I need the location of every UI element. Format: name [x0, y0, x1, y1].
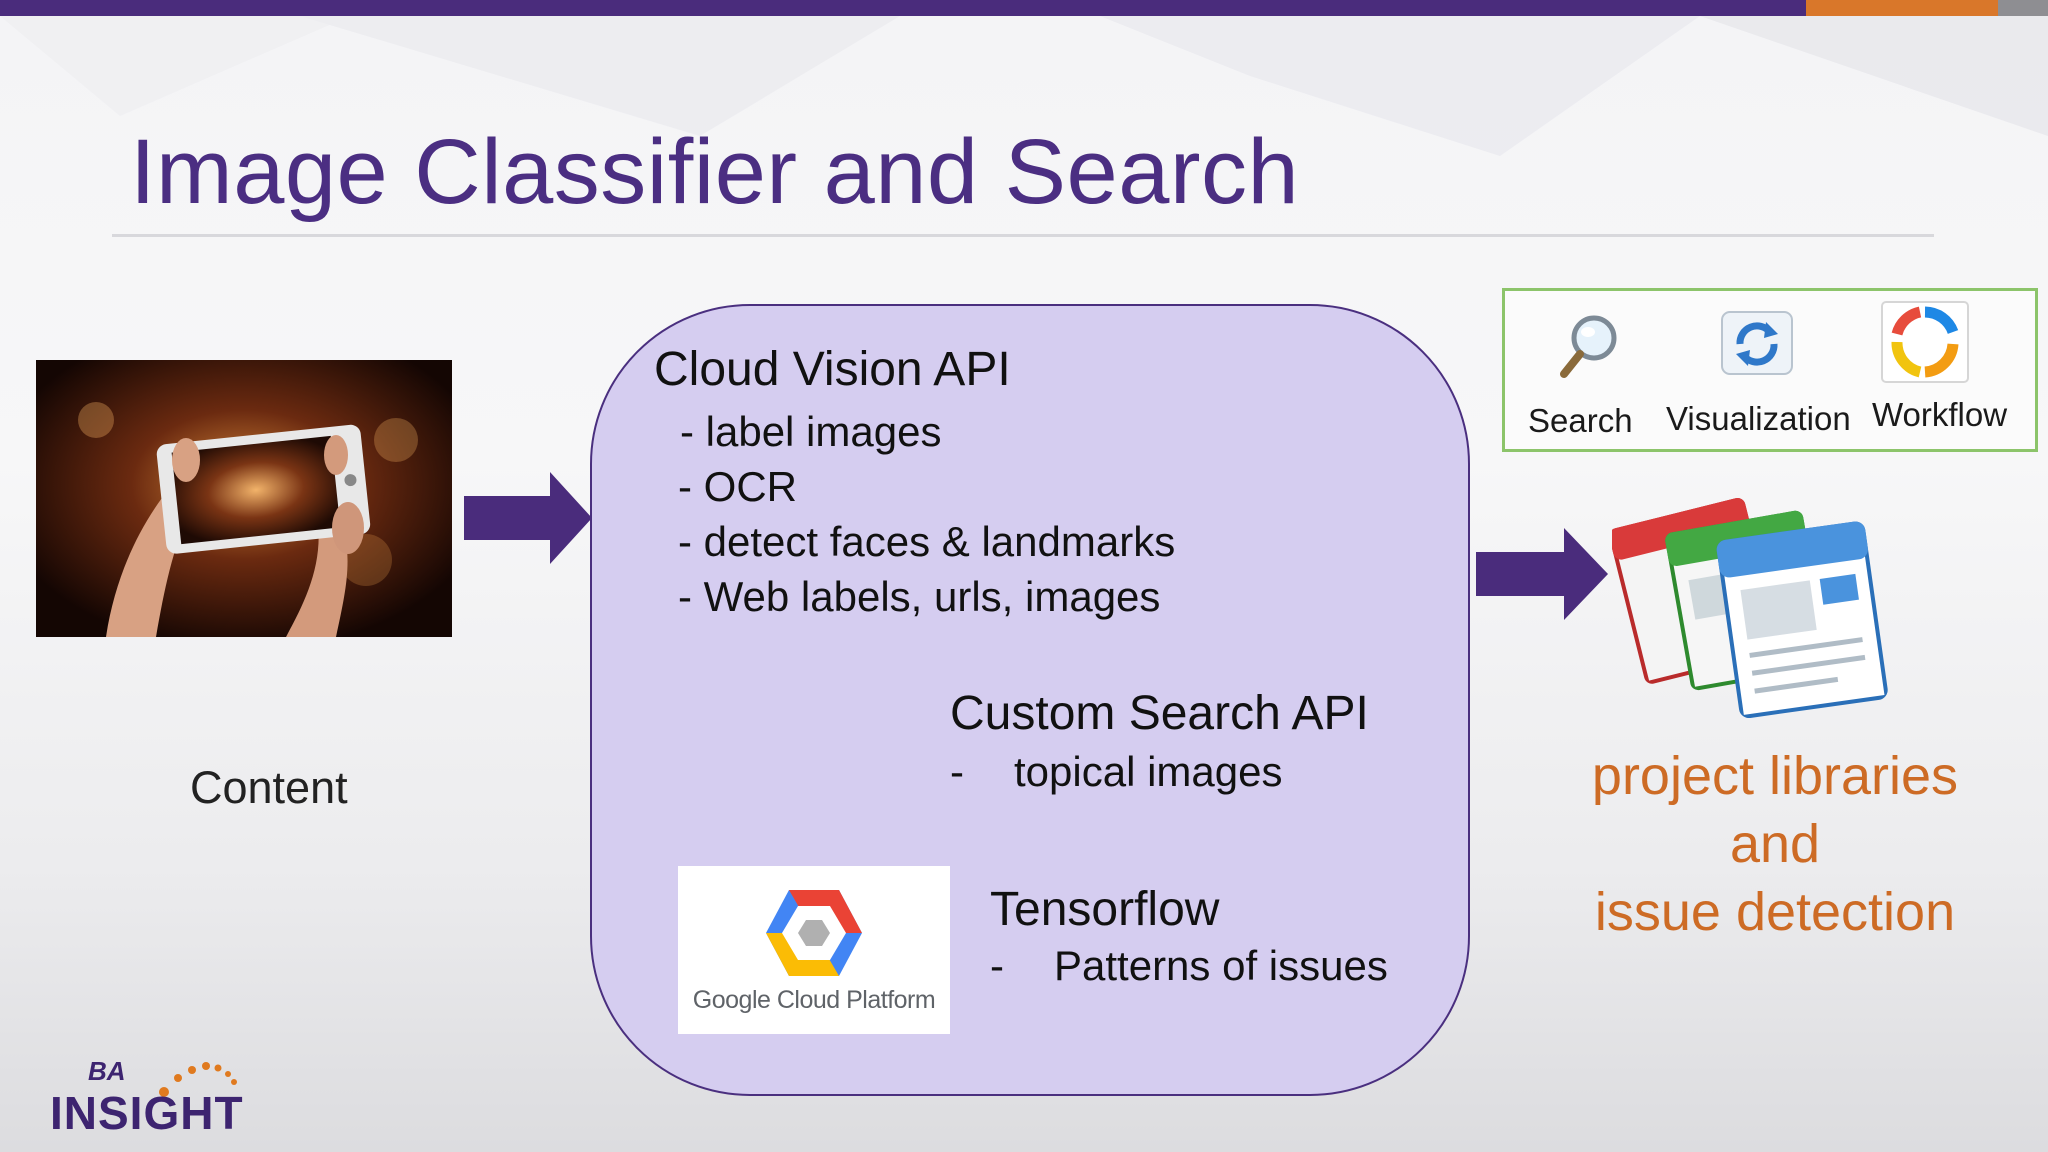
- gcp-logo-text: Google Cloud Platform: [692, 986, 936, 1014]
- libraries-stack-icon: [1612, 498, 1888, 719]
- output-line: issue detection: [1594, 882, 1956, 942]
- title-underline: [112, 234, 1934, 237]
- slide-title: Image Classifier and Search: [130, 121, 1300, 223]
- background-decoration: [0, 16, 2048, 156]
- top-accent-bar-orange: [1806, 0, 1998, 16]
- phone-photo-icon: [36, 360, 452, 637]
- content-label: Content: [190, 762, 348, 813]
- tool-label-workflow: Workflow: [1872, 396, 2008, 433]
- workflow-ring-icon: [1881, 301, 1969, 383]
- refresh-icon: [1721, 311, 1793, 375]
- cloud-vision-item: - OCR: [678, 463, 797, 510]
- cloud-vision-item: - label images: [680, 408, 942, 455]
- magnifier-icon: [1560, 315, 1617, 378]
- tool-label-visualization: Visualization: [1666, 400, 1851, 437]
- output-line: and: [1729, 814, 1821, 874]
- custom-search-dash: -: [950, 748, 964, 795]
- google-cloud-platform-logo: Google Cloud Platform: [678, 866, 950, 1034]
- cloud-vision-heading: Cloud Vision API: [654, 343, 1011, 396]
- top-accent-bar: [0, 0, 1806, 16]
- logo-ba-text: BA: [88, 1056, 126, 1086]
- output-line: project libraries: [1591, 746, 1959, 806]
- tool-label-search: Search: [1528, 402, 1633, 439]
- tensorflow-heading: Tensorflow: [990, 883, 1220, 936]
- cloud-vision-item: - detect faces & landmarks: [678, 518, 1176, 565]
- tensorflow-dash: -: [990, 942, 1004, 989]
- logo-dots-icon: [159, 1062, 237, 1097]
- top-accent-bar-gray: [1998, 0, 2048, 16]
- arrow-right-icon: [1476, 528, 1608, 620]
- arrow-right-icon: [464, 472, 592, 564]
- tensorflow-item: Patterns of issues: [1054, 942, 1388, 989]
- logo-insight-text: INSIGHT: [50, 1087, 244, 1139]
- custom-search-heading: Custom Search API: [950, 687, 1369, 740]
- gcp-hexagon-icon: [766, 890, 862, 976]
- cloud-vision-item: - Web labels, urls, images: [678, 573, 1161, 620]
- output-description: project libraries and issue detection: [1530, 742, 2020, 946]
- custom-search-item: topical images: [1014, 748, 1283, 795]
